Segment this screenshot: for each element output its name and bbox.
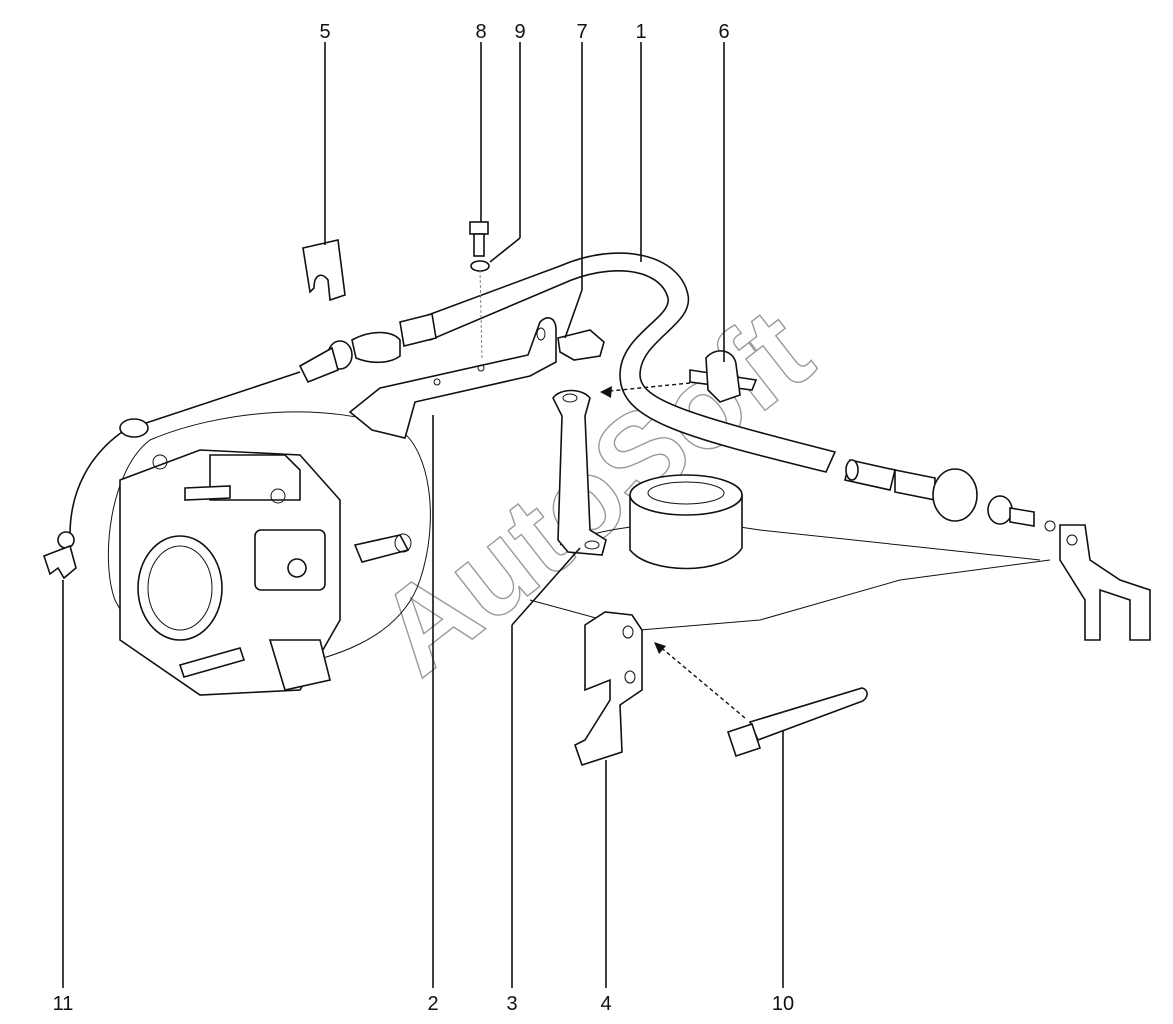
callout-5: 5 [319,21,330,43]
clamp-part-6 [689,350,758,403]
bolt-part-8 [469,221,489,257]
pedal-linkage [1059,524,1151,641]
callout-7: 7 [576,21,587,43]
cable-tie-part-10 [726,687,868,758]
callout-11: 11 [53,993,74,1015]
callout-labels: 5 8 9 7 1 6 11 2 3 4 10 [53,21,795,1015]
callout-3: 3 [506,993,517,1015]
callout-2: 2 [427,993,438,1015]
leader-lines [62,42,784,988]
clip-part-5 [302,239,346,302]
callout-8: 8 [475,21,486,43]
bracket-part-3 [552,389,607,556]
callout-1: 1 [635,21,646,43]
callout-9: 9 [514,21,525,43]
bracket-part-2 [348,317,557,439]
callout-10: 10 [772,993,794,1015]
intake-pipe [529,474,1051,631]
clip-part-7 [557,329,605,361]
throttle-body [107,411,431,696]
retainer-part-11 [42,544,77,580]
assembly-arrows [479,269,746,719]
callout-6: 6 [718,21,729,43]
washer-part-9 [470,260,490,272]
accelerator-cable [57,252,1056,549]
callout-4: 4 [600,993,611,1015]
bracket-part-4 [574,611,643,767]
